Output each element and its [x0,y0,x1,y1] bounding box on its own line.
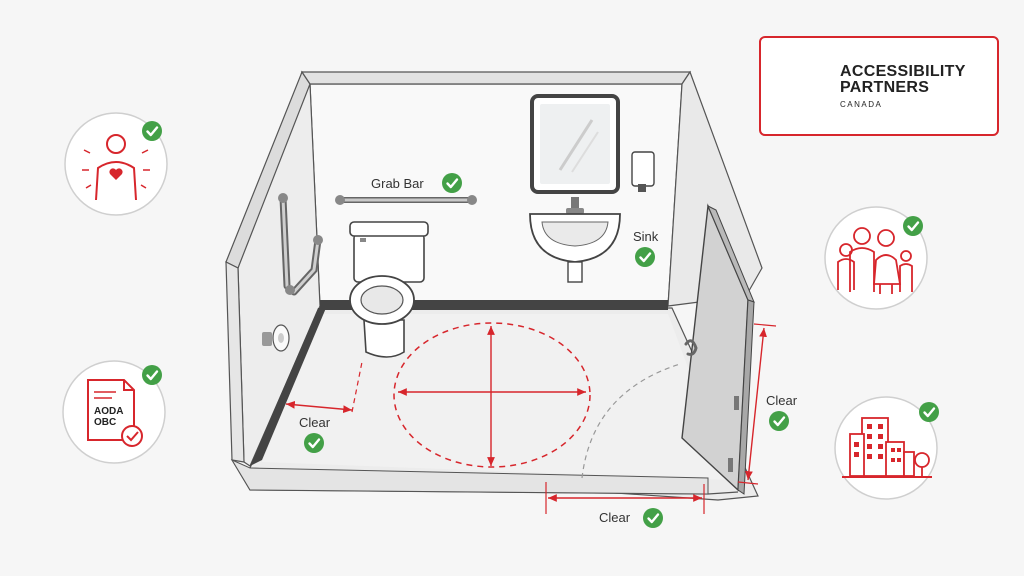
clearance-left [285,361,363,414]
right-wall [667,70,763,307]
clearance-bottom [545,482,705,514]
door [681,203,755,495]
clear-left-label: Clear [299,415,331,430]
clear-right-label: Clear [766,393,798,408]
clear-bottom-label: Clear [599,510,631,525]
document-icon-text: AODA OBC [94,406,123,428]
mirror [530,94,620,194]
check-icon [767,409,791,433]
brand-name-line2: PARTNERS [840,79,930,96]
sink [529,197,621,283]
check-icon [140,119,164,143]
clearance-right [737,323,777,485]
check-icon [440,171,464,195]
brand-logo: ACCESSIBILITY PARTNERS CANADA [759,36,999,136]
grab-bars [278,193,477,296]
document-icon-line1: AODA [94,406,124,417]
brand-name: ACCESSIBILITY PARTNERS CANADA [840,64,966,113]
check-icon [641,506,665,530]
document-icon-line2: OBC [94,417,117,428]
check-icon [633,245,657,269]
document-compliance-icon [62,360,166,464]
toilet-paper-holder [262,324,290,352]
toilet [349,221,429,358]
person-heart-icon [64,112,168,216]
grab-bar-label: Grab Bar [371,176,424,191]
door-swing-arc [581,363,681,479]
check-icon [140,363,164,387]
soap-dispenser [631,151,655,192]
family-icon [824,206,928,310]
sink-label: Sink [633,229,659,244]
brand-name-line1: ACCESSIBILITY [840,63,966,80]
buildings-icon [834,396,938,500]
check-icon [917,400,941,424]
turning-circle [393,322,591,468]
check-icon [901,214,925,238]
brand-name-line3: CANADA [840,100,883,109]
check-icon [302,431,326,455]
